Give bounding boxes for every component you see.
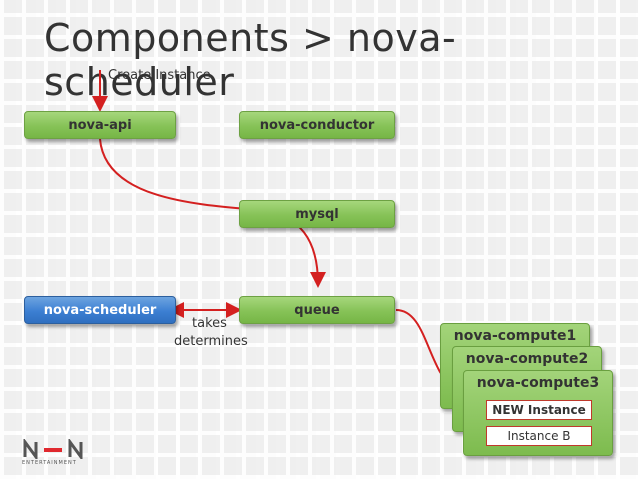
compute-node-label: nova-compute1 xyxy=(453,328,577,344)
nova-scheduler-node: nova-scheduler xyxy=(24,296,176,324)
determines-label: determines xyxy=(174,334,248,349)
compute-node-3: nova-compute3 NEW Instance Instance B xyxy=(463,370,613,456)
compute-node-label: nova-compute3 xyxy=(476,375,600,391)
takes-label: takes xyxy=(192,316,227,331)
create-instance-label: Create Instance xyxy=(108,68,211,83)
page-title: Components > nova-scheduler xyxy=(44,16,457,104)
nova-conductor-node: nova-conductor xyxy=(239,111,395,139)
nhn-logo xyxy=(23,439,83,459)
nova-api-node: nova-api xyxy=(24,111,176,139)
compute-node-label: nova-compute2 xyxy=(465,351,589,367)
logo-subtitle: ENTERTAINMENT xyxy=(22,460,77,466)
instance-b-box: Instance B xyxy=(486,426,592,446)
mysql-node: mysql xyxy=(239,200,395,228)
new-instance-box: NEW Instance xyxy=(486,400,592,420)
queue-node: queue xyxy=(239,296,395,324)
